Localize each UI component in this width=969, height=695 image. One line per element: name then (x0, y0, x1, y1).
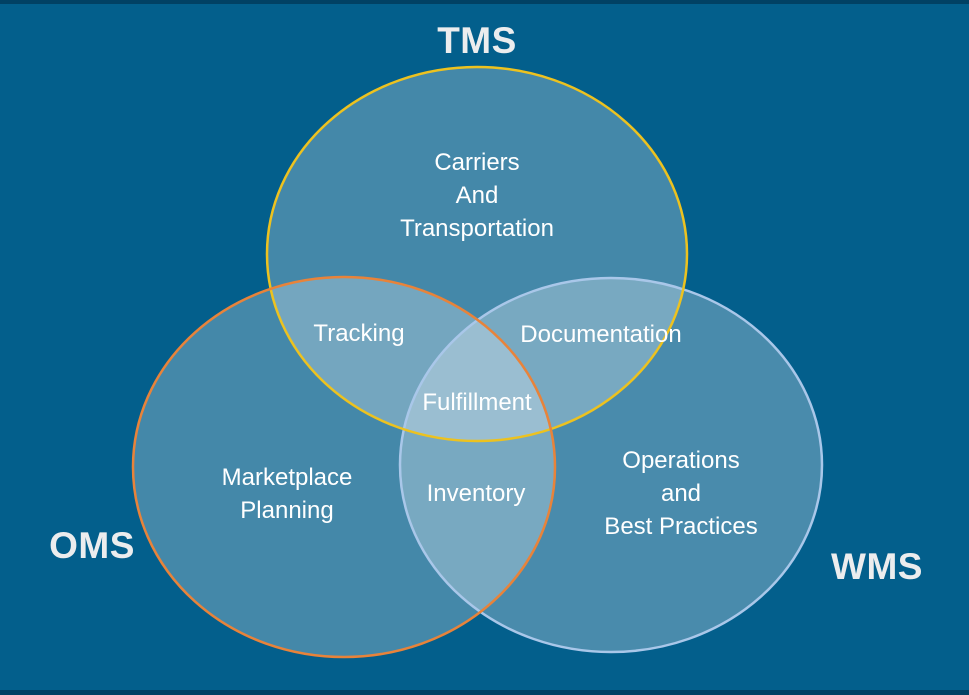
wms-title: WMS (831, 546, 923, 587)
tms-region-line: Carriers (434, 149, 520, 176)
oms-circle-fill (133, 277, 555, 657)
wms-region-line: Best Practices (604, 513, 758, 540)
oms-title: OMS (49, 525, 135, 566)
oms-circle-outline (131, 275, 557, 659)
wms-region-line: Operations (622, 447, 740, 474)
wms-region-line: and (660, 480, 702, 507)
tms-circle-outline (265, 65, 689, 443)
overlap-oms-wms-label: Inventory (426, 480, 526, 507)
overlap-center-label: Fulfillment (422, 389, 532, 416)
wms-region-text: Operations and Best Practices (604, 444, 757, 543)
oms-region-line: Marketplace (221, 464, 353, 491)
tms-circle-fill (267, 67, 687, 441)
tms-region-text: Carriers And Transportation (400, 146, 554, 245)
overlap-tms-wms-label: Documentation (520, 321, 682, 348)
slide-bottom-edge (0, 690, 969, 695)
oms-region-line: Planning (240, 497, 334, 524)
wms-circle-fill (400, 278, 822, 652)
tms-region-line: Transportation (400, 215, 554, 242)
tms-region-line: And (455, 182, 499, 209)
tms-title: TMS (437, 20, 517, 61)
oms-region-text: Marketplace Planning (222, 461, 353, 527)
overlap-tms-oms-label: Tracking (313, 320, 405, 347)
slide-top-edge (0, 0, 969, 4)
wms-circle-outline (398, 276, 824, 654)
